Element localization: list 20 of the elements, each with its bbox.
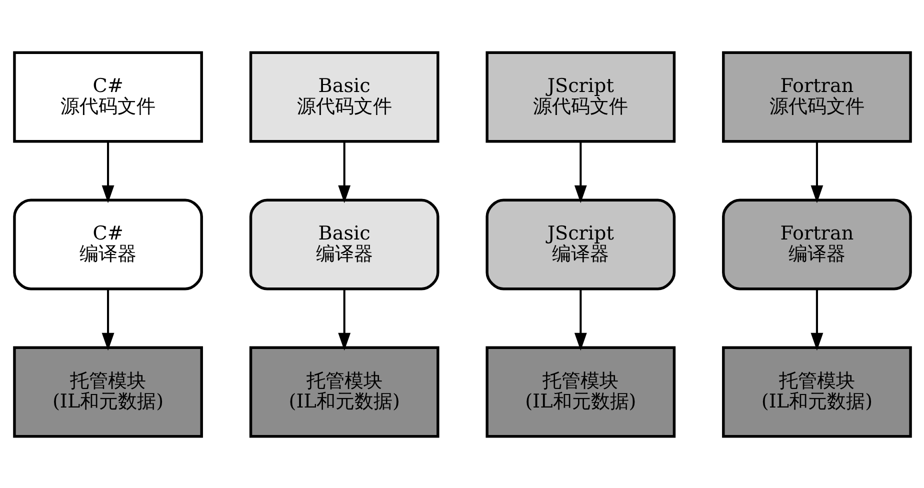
arrow: [810, 140, 823, 203]
arrow: [101, 288, 114, 350]
arrow: [810, 288, 823, 350]
node-box: 托管模块 (IL和元数据): [722, 346, 912, 438]
node-box: C# 编译器: [12, 198, 202, 290]
node-box: 托管模块 (IL和元数据): [12, 346, 202, 438]
node-box: 托管模块 (IL和元数据): [248, 346, 439, 438]
node-box: Basic 源代码文件: [248, 50, 439, 142]
node-box: Basic 编译器: [248, 198, 439, 290]
node-box: C# 源代码文件: [12, 50, 202, 142]
node-box: JScript 编译器: [485, 198, 676, 290]
arrow: [101, 140, 114, 203]
arrow: [574, 140, 586, 203]
node-box: Fortran 源代码文件: [722, 50, 912, 142]
node-box: Fortran 编译器: [722, 198, 912, 290]
arrow: [338, 140, 350, 203]
node-box: JScript 源代码文件: [485, 50, 676, 142]
arrow: [574, 288, 586, 350]
node-box: 托管模块 (IL和元数据): [485, 346, 676, 438]
arrow: [338, 288, 350, 350]
